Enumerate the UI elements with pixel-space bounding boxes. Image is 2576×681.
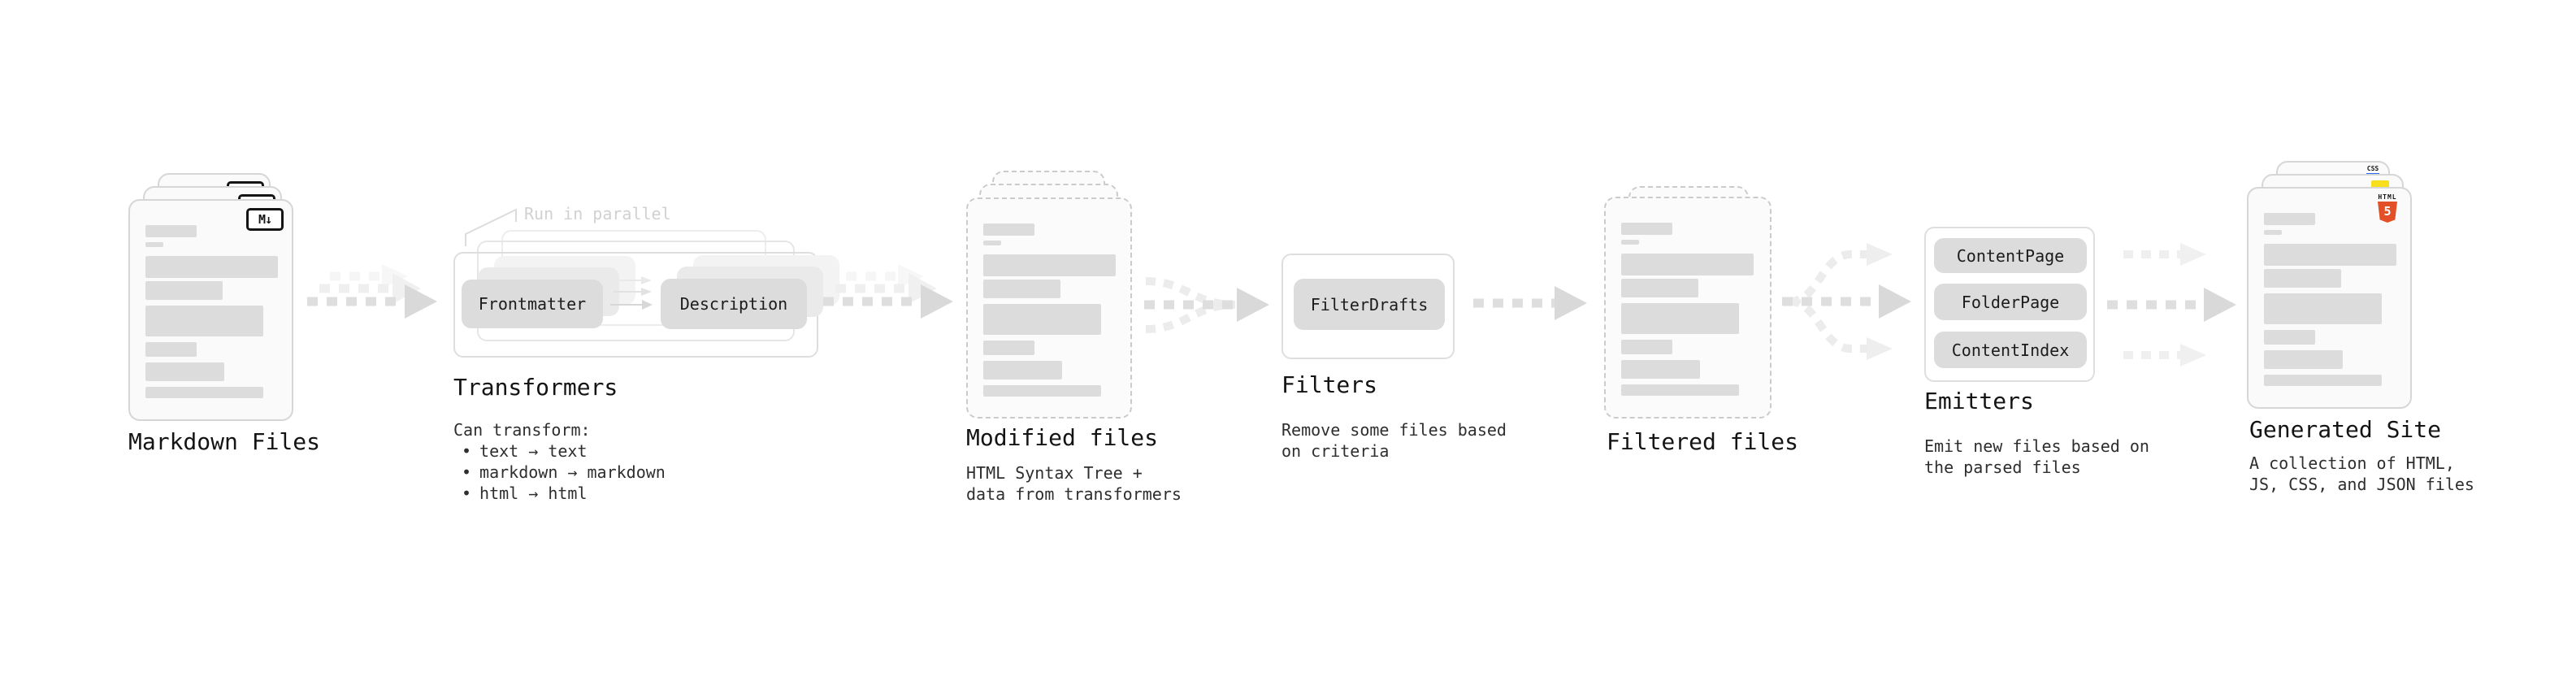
- bullet-marker-icon: •: [462, 441, 472, 461]
- arrow-filtered-to-emitters: [1782, 243, 1911, 360]
- skeleton-line: [145, 242, 163, 247]
- skeleton-line: [983, 361, 1062, 380]
- frontmatter-box: Frontmatter: [462, 280, 603, 328]
- contentindex-box: ContentIndex: [1934, 332, 2087, 368]
- skeleton-line: [1621, 223, 1672, 235]
- transformers-desc-heading: Can transform:: [453, 420, 591, 440]
- arrow-filters-to-filtered: [1473, 286, 1587, 320]
- filters-desc-line-2: on criteria: [1281, 441, 1390, 461]
- skeleton-line: [1621, 240, 1639, 245]
- html5-icon: HTML 5: [2374, 193, 2400, 223]
- run-in-parallel-callout-line: [465, 208, 517, 246]
- skeleton-line: [145, 281, 223, 300]
- transformer-flow-arrows-icon: [610, 276, 653, 310]
- skeleton-line: [983, 385, 1101, 397]
- folderpage-box: FolderPage: [1934, 284, 2087, 320]
- modified-files-desc-line-1: HTML Syntax Tree +: [966, 463, 1143, 483]
- transformers-bullet-list: • text → text • markdown → markdown • ht…: [462, 440, 666, 504]
- skeleton-line: [2264, 230, 2282, 235]
- filtered-file-doc: [1604, 197, 1772, 419]
- generated-site-desc-line-1: A collection of HTML,: [2249, 453, 2455, 473]
- skeleton-line: [2264, 330, 2315, 345]
- css-icon-label: CSS: [2366, 165, 2379, 172]
- doc-content-skeleton: [2249, 189, 2410, 407]
- skeleton-line: [145, 306, 263, 336]
- skeleton-line: [2264, 244, 2396, 266]
- skeleton-line: [983, 340, 1034, 355]
- skeleton-line: [145, 225, 197, 237]
- modified-files-label: Modified files: [966, 424, 1159, 451]
- transformers-label: Transformers: [453, 374, 618, 401]
- skeleton-line: [983, 241, 1001, 245]
- skeleton-line: [1621, 303, 1739, 334]
- arrow-transformers-to-modified: [823, 264, 953, 319]
- filters-desc-line-1: Remove some files based: [1281, 420, 1507, 440]
- skeleton-line: [145, 342, 197, 357]
- skeleton-line: [145, 387, 263, 398]
- emitters-label: Emitters: [1924, 388, 2034, 414]
- skeleton-line: [983, 280, 1060, 298]
- markdown-files-label: Markdown Files: [128, 428, 321, 455]
- contentpage-box: ContentPage: [1934, 238, 2087, 273]
- skeleton-line: [1621, 340, 1672, 354]
- bullet-marker-icon: •: [462, 484, 472, 503]
- emitters-desc-line-2: the parsed files: [1924, 458, 2081, 477]
- skeleton-line: [2264, 375, 2382, 386]
- skeleton-line: [983, 254, 1116, 276]
- transformers-bullet-1-text: text → text: [479, 441, 588, 461]
- filtered-files-label: Filtered files: [1607, 428, 1799, 455]
- filterdrafts-box: FilterDrafts: [1294, 279, 1445, 330]
- filters-label: Filters: [1281, 371, 1378, 398]
- doc-content-skeleton: [1606, 198, 1770, 417]
- generated-site-desc-line-2: JS, CSS, and JSON files: [2249, 475, 2474, 494]
- transformers-bullet-2-text: markdown → markdown: [479, 462, 666, 482]
- doc-content-skeleton: [130, 201, 292, 419]
- bullet-marker-icon: •: [462, 462, 472, 482]
- description-box: Description: [661, 279, 807, 329]
- modified-files-desc-line-2: data from transformers: [966, 484, 1182, 504]
- arrow-markdown-to-transformers: [307, 264, 437, 319]
- transformers-bullet-2: • markdown → markdown: [462, 462, 666, 483]
- skeleton-line: [983, 223, 1034, 236]
- skeleton-line: [2264, 213, 2315, 225]
- emitters-desc-line-1: Emit new files based on: [1924, 436, 2149, 456]
- skeleton-line: [2264, 269, 2341, 288]
- transformers-bullet-3: • html → html: [462, 483, 666, 504]
- skeleton-line: [145, 362, 224, 381]
- transformers-bullet-3-text: html → html: [479, 484, 588, 503]
- skeleton-line: [2264, 293, 2382, 324]
- generated-site-doc: HTML 5: [2247, 187, 2412, 409]
- skeleton-line: [1621, 360, 1700, 379]
- skeleton-line: [1621, 279, 1698, 297]
- skeleton-line: [2264, 350, 2343, 369]
- skeleton-line: [1621, 384, 1739, 396]
- arrow-modified-to-filters: [1144, 277, 1269, 333]
- skeleton-line: [1621, 254, 1754, 275]
- html5-icon-label: HTML: [2378, 193, 2397, 201]
- markdown-file-doc: M↓: [128, 199, 293, 421]
- skeleton-line: [145, 256, 278, 278]
- transformers-bullet-1: • text → text: [462, 440, 666, 462]
- skeleton-line: [983, 304, 1101, 335]
- modified-file-doc: [966, 197, 1132, 419]
- html5-icon-shield: 5: [2378, 202, 2397, 223]
- markdown-icon: M↓: [246, 208, 284, 231]
- run-in-parallel-annotation: Run in parallel: [524, 204, 671, 223]
- doc-content-skeleton: [968, 199, 1130, 417]
- arrow-emitters-to-generated: [2107, 243, 2236, 367]
- generated-site-label: Generated Site: [2249, 416, 2442, 443]
